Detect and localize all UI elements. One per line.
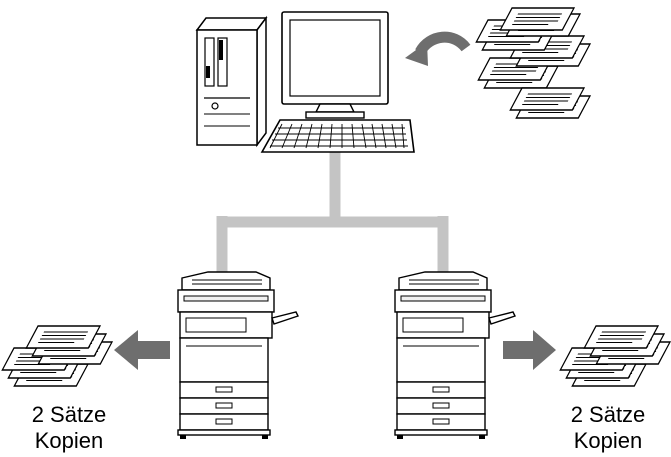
left-output-arrow-icon [114,330,170,370]
right-caption-line2: Kopien [573,428,643,453]
monitor-icon [281,11,389,119]
left-copies-stack-icon [2,326,112,386]
curved-arrow-icon [405,31,471,66]
left-copier-icon [177,271,299,440]
right-copier-icon [394,271,516,440]
right-caption-line1: 2 Sätze [570,402,646,427]
network-lines [216,152,449,272]
right-output-arrow-icon [503,330,556,370]
document-stack-pc-icon [475,7,591,119]
left-caption-line1: 2 Sätze [31,402,107,427]
pc-tower-icon [195,15,268,148]
keyboard-icon [260,119,415,153]
left-caption-line2: Kopien [34,428,104,453]
right-caption: 2 Sätze Kopien [543,402,671,454]
right-copies-stack-icon [560,326,670,386]
left-caption: 2 Sätze Kopien [4,402,134,454]
